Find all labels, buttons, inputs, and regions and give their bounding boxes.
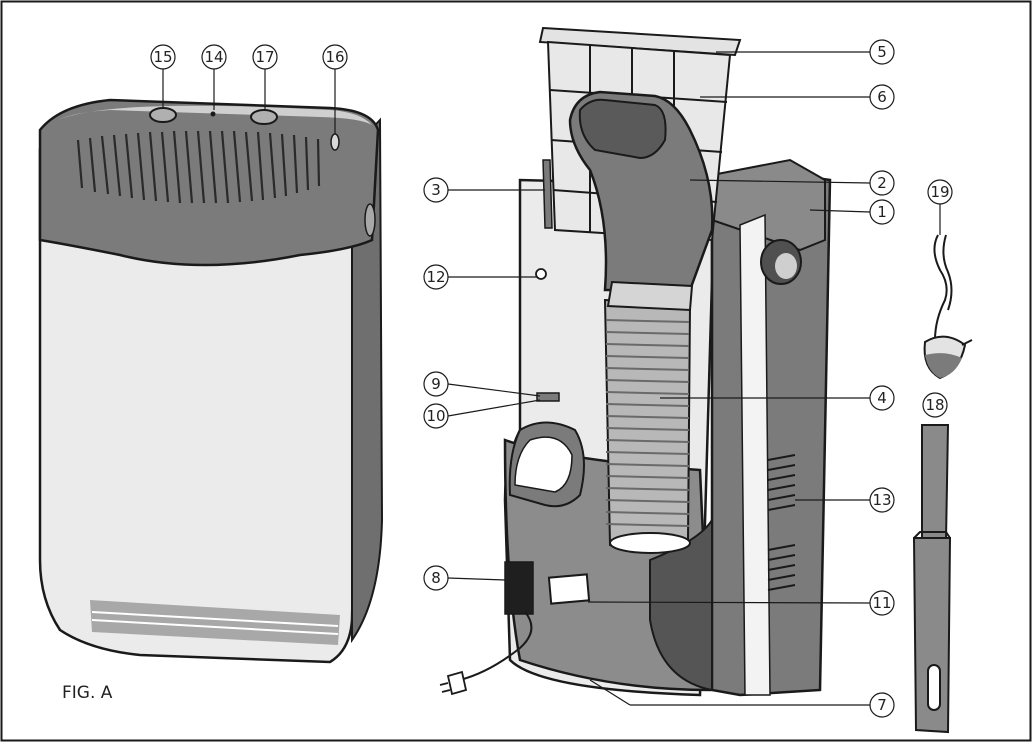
svg-text:17: 17 — [255, 48, 274, 66]
callout-19: 19 — [927, 179, 953, 235]
callout-3: 3 — [423, 177, 449, 203]
svg-text:9: 9 — [431, 375, 441, 393]
callout-1: 1 — [869, 199, 895, 225]
callout-8: 8 — [423, 565, 449, 591]
callout-7: 7 — [869, 692, 895, 718]
callout-10: 10 — [423, 403, 449, 429]
figure-label: FIG. A — [62, 683, 113, 703]
svg-text:5: 5 — [877, 43, 887, 61]
callout-9: 9 — [423, 371, 449, 397]
callout-2: 2 — [869, 170, 895, 196]
callout-12: 12 — [423, 264, 449, 290]
callout-4: 4 — [869, 385, 895, 411]
svg-text:8: 8 — [431, 569, 441, 587]
svg-text:4: 4 — [877, 389, 887, 407]
svg-text:18: 18 — [925, 396, 944, 414]
svg-text:10: 10 — [426, 407, 445, 425]
callout-18: 18 — [922, 392, 948, 418]
front-knob-left — [149, 107, 177, 123]
accessory-drain-cap — [923, 234, 973, 380]
callout-5: 5 — [869, 39, 895, 65]
accessory-window-bracket — [912, 424, 952, 734]
svg-text:6: 6 — [877, 88, 887, 106]
svg-text:16: 16 — [325, 48, 344, 66]
callout-13: 13 — [869, 487, 895, 513]
svg-text:11: 11 — [872, 594, 891, 612]
callout-16: 16 — [322, 44, 348, 134]
front-knob-right — [250, 109, 278, 125]
svg-text:3: 3 — [431, 181, 441, 199]
indicator-dot — [210, 111, 216, 117]
svg-text:14: 14 — [204, 48, 223, 66]
callout-15: 15 — [150, 44, 176, 108]
svg-text:7: 7 — [877, 696, 887, 714]
front-vent-slits — [76, 130, 321, 204]
callout-6: 6 — [869, 84, 895, 110]
callout-11: 11 — [869, 590, 895, 616]
svg-text:13: 13 — [872, 491, 891, 509]
callout-17: 17 — [252, 44, 278, 110]
leader-lines — [447, 51, 871, 706]
svg-text:15: 15 — [153, 48, 172, 66]
front-button — [330, 133, 340, 151]
svg-text:2: 2 — [877, 174, 887, 192]
front-view-unit — [38, 98, 384, 664]
svg-text:12: 12 — [426, 268, 445, 286]
svg-text:1: 1 — [877, 203, 887, 221]
svg-text:19: 19 — [930, 183, 949, 201]
callout-14: 14 — [201, 44, 227, 110]
rear-view-unit — [439, 26, 832, 697]
